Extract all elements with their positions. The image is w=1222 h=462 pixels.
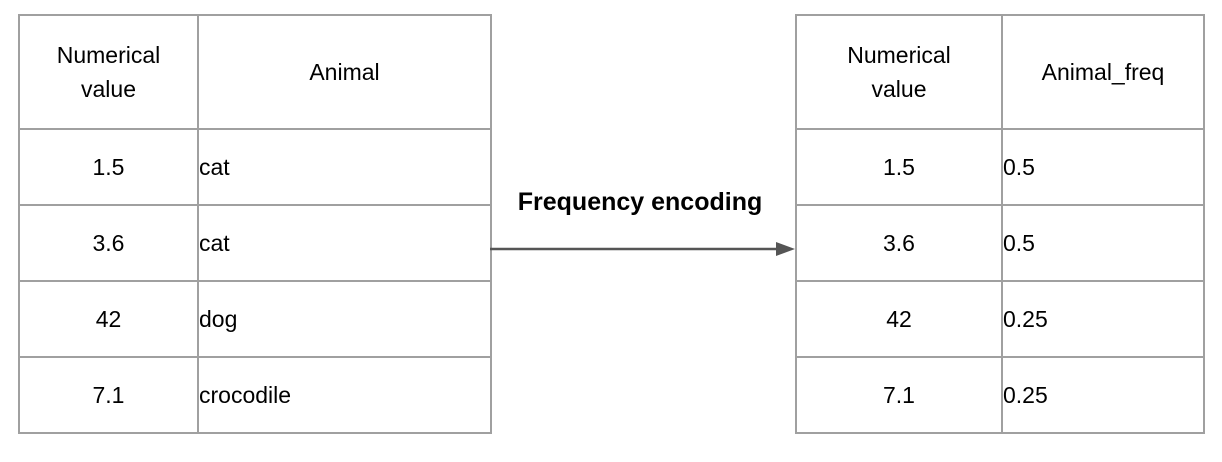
numerical-value-cell: 3.6 — [795, 204, 1003, 282]
result-table-header-row: Numerical value Animal_freq — [795, 14, 1205, 130]
animal-cell: cat — [197, 204, 492, 282]
source-header-numerical-value: Numerical value — [18, 14, 199, 130]
result-header-animal-freq: Animal_freq — [1001, 14, 1205, 130]
table-row: 1.5 cat — [18, 128, 492, 206]
result-header-animal-freq-label: Animal_freq — [1041, 59, 1165, 85]
numerical-value-cell: 42 — [795, 280, 1003, 358]
table-row: 42 dog — [18, 280, 492, 358]
transform-label: Frequency encoding — [517, 188, 763, 216]
animal-freq-cell: 0.5 — [1001, 128, 1205, 206]
numerical-value-cell: 1.5 — [795, 128, 1003, 206]
table-row: 7.1 0.25 — [795, 356, 1205, 434]
table-row: 7.1 crocodile — [18, 356, 492, 434]
source-header-animal: Animal — [197, 14, 492, 130]
animal-freq-cell: 0.25 — [1001, 280, 1205, 358]
result-header-numerical-value: Numerical value — [795, 14, 1003, 130]
numerical-value-cell: 7.1 — [18, 356, 199, 434]
animal-cell: cat — [197, 128, 492, 206]
animal-cell: dog — [197, 280, 492, 358]
source-table-header-row: Numerical value Animal — [18, 14, 492, 130]
source-header-numerical-value-label: Numerical value — [56, 42, 161, 102]
animal-cell: crocodile — [197, 356, 492, 434]
table-row: 1.5 0.5 — [795, 128, 1205, 206]
numerical-value-cell: 42 — [18, 280, 199, 358]
animal-freq-cell: 0.25 — [1001, 356, 1205, 434]
right-arrow-icon — [490, 242, 795, 256]
table-row: 3.6 cat — [18, 204, 492, 282]
source-header-animal-label: Animal — [309, 59, 380, 85]
result-table: Numerical value Animal_freq 1.5 0.5 3.6 … — [795, 14, 1205, 434]
numerical-value-cell: 1.5 — [18, 128, 199, 206]
source-table: Numerical value Animal 1.5 cat 3.6 cat 4… — [18, 14, 492, 434]
numerical-value-cell: 3.6 — [18, 204, 199, 282]
result-header-numerical-value-label: Numerical value — [847, 42, 951, 102]
animal-freq-cell: 0.5 — [1001, 204, 1205, 282]
numerical-value-cell: 7.1 — [795, 356, 1003, 434]
table-row: 42 0.25 — [795, 280, 1205, 358]
table-row: 3.6 0.5 — [795, 204, 1205, 282]
transform-annotation: Frequency encoding — [480, 186, 800, 256]
